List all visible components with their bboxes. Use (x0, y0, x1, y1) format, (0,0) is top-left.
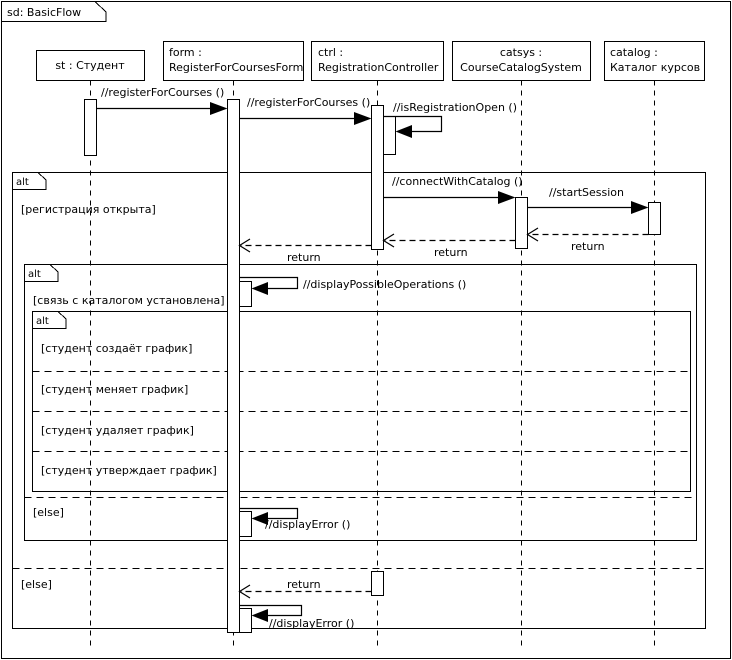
message-arrowhead-m2 (354, 112, 372, 125)
lifeline-head-catsys[interactable] (452, 41, 591, 81)
message-label-m9: //displayPossibleOperations () (303, 278, 466, 291)
lifeline-label-catalog-line1: catalog : (610, 46, 658, 59)
activation-bar-form-self-3 (239, 608, 252, 633)
message-label-m12: //displayError () (269, 617, 354, 630)
message-line-m3 (383, 115, 443, 133)
frame-label-pentagon (1, 1, 107, 22)
fragment-alt-inner-border (32, 311, 691, 492)
message-arrowhead-m11 (238, 584, 251, 599)
message-arrowhead-m4 (498, 191, 516, 204)
activation-bar-ctrl-main (371, 105, 384, 250)
activation-bar-form-self-1 (239, 281, 252, 307)
fragment-alt-inner-guard-1: [студент меняет график] (41, 383, 188, 396)
activation-bar-ctrl-self (383, 116, 396, 155)
message-arrowhead-m3 (395, 125, 412, 138)
lifeline-head-catalog[interactable] (604, 41, 705, 81)
fragment-alt-outer-border (12, 172, 706, 629)
fragment-alt-outer-guard-1: [else] (21, 578, 52, 591)
fragment-alt-inner-guard-0: [студент создаёт график] (41, 342, 192, 355)
lifeline-label-st: st : Студент (55, 59, 125, 72)
message-line-m10 (239, 507, 299, 520)
lifeline-label-form-line1: form : (169, 46, 202, 59)
message-arrowhead-m6 (526, 227, 539, 242)
fragment-alt-inner-guard-2: [студент удаляет график] (41, 424, 194, 437)
fragment-alt-middle-operator-label: alt (28, 269, 41, 280)
message-label-m11: return (287, 578, 321, 591)
frame-label-text: sd: BasicFlow (7, 6, 81, 19)
activation-bar-ctrl-bottom (371, 571, 384, 596)
fragment-alt-outer-operator-box (12, 172, 47, 190)
message-label-m5: //startSession (549, 186, 624, 199)
fragment-alt-middle-operator-box (24, 264, 59, 282)
message-arrowhead-m5 (631, 201, 649, 214)
message-label-m2: //registerForCourses () (247, 96, 370, 109)
message-label-m4: //connectWithCatalog () (392, 175, 523, 188)
lifeline-label-ctrl-line1: ctrl : (318, 46, 343, 59)
fragment-alt-inner-operator-box (32, 311, 67, 329)
fragment-alt-outer-operator-label: alt (16, 177, 29, 188)
lifeline-label-catsys-line1: catsys : (500, 46, 542, 59)
activation-bar-catsys (515, 197, 528, 249)
message-arrowhead-m12 (251, 609, 268, 622)
lifeline-head-st[interactable] (36, 50, 145, 81)
activation-bar-catalog (648, 202, 661, 235)
fragment-alt-middle-guard-0: [связь с каталогом установлена] (33, 294, 225, 307)
message-arrowhead-m10 (251, 512, 268, 525)
message-line-m12 (239, 604, 303, 617)
lifeline-label-catsys-line2: CourseCatalogSystem (460, 61, 582, 74)
message-label-m1: //registerForCourses () (101, 86, 224, 99)
message-arrowhead-m9 (251, 282, 268, 295)
fragment-alt-middle-border (24, 264, 697, 541)
message-label-m6: return (571, 240, 605, 253)
lifeline-label-ctrl-line2: RegistrationController (318, 61, 439, 74)
message-line-m9 (239, 276, 299, 290)
lifeline-head-ctrl[interactable] (311, 41, 444, 81)
fragment-alt-inner-operator-label: alt (36, 316, 49, 327)
message-arrowhead-m8 (238, 238, 251, 253)
message-label-m7: return (434, 246, 468, 259)
lifeline-label-catalog-line2: Каталог курсов (610, 61, 700, 74)
lifeline-label-form-line2: RegisterForCoursesForm (169, 61, 303, 74)
activation-bar-form-self-2 (239, 511, 252, 537)
message-arrowhead-m7 (382, 233, 395, 248)
message-label-m8: return (287, 251, 321, 264)
activation-bar-form-main (227, 99, 240, 633)
fragment-alt-outer-guard-0: [регистрация открыта] (21, 203, 156, 216)
message-arrowhead-m1 (210, 102, 228, 115)
message-label-m3: //isRegistrationOpen () (393, 101, 517, 114)
activation-bar-st (84, 99, 97, 156)
message-label-m10: //displayError () (265, 518, 350, 531)
fragment-alt-middle-guard-1: [else] (33, 506, 64, 519)
fragment-alt-inner-guard-3: [студент утверждает график] (41, 464, 217, 477)
